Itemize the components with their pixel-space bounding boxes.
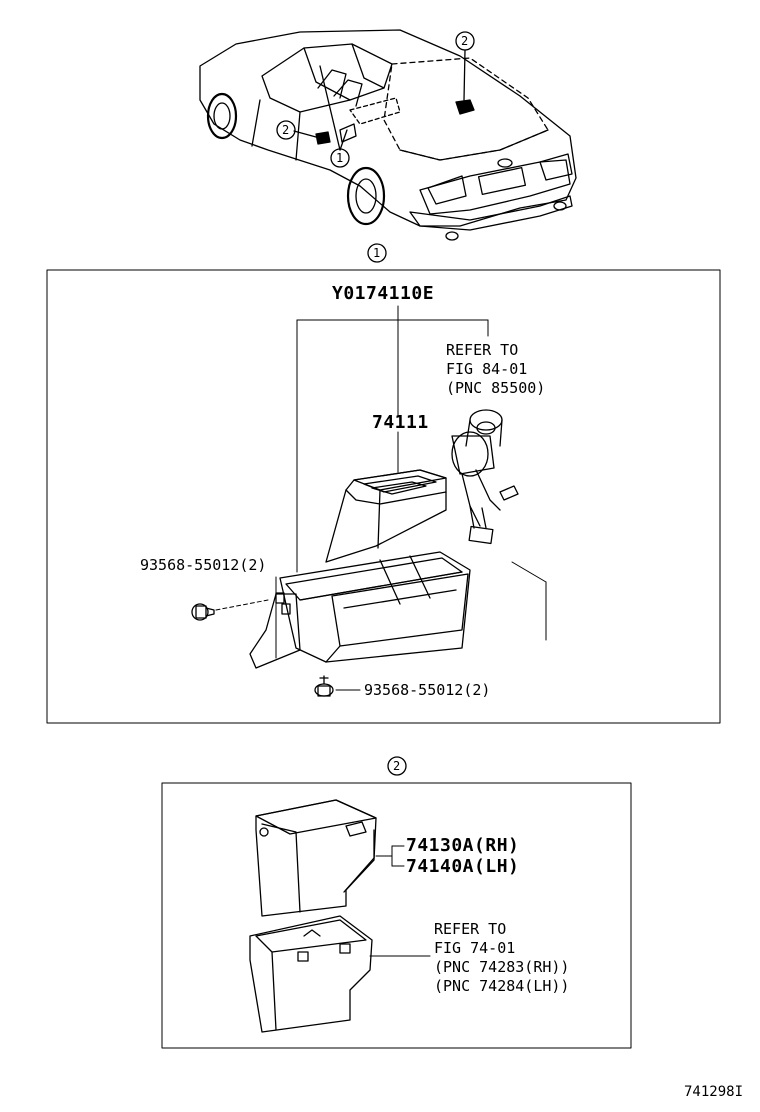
- assembly-code: Y0174110E: [332, 283, 435, 304]
- figure-number: 741298I: [684, 1084, 744, 1100]
- screw-left-drawing: [191, 603, 215, 621]
- section2-callout-label: 2: [393, 759, 401, 773]
- ash-tray-housing-drawing: [249, 551, 471, 669]
- part-number-74111: 74111: [372, 412, 429, 433]
- ash-tray-drawing: [325, 469, 447, 563]
- section1-leaders: [215, 305, 547, 691]
- part-number-rh: 74130A(RH): [406, 835, 520, 856]
- refer-74-line1: REFER TO: [434, 920, 507, 938]
- section1-callout-circle: [367, 243, 387, 263]
- part-number-lh: 74140A(LH): [406, 856, 520, 877]
- rear-ash-tray-drawing: [255, 799, 405, 917]
- refer-74-line4: (PNC 74284(LH)): [434, 977, 570, 995]
- section1-callout-label: 1: [373, 246, 381, 260]
- refer-74-line3: (PNC 74283(RH)): [434, 958, 570, 976]
- refer-84-line1: REFER TO: [446, 341, 519, 359]
- section2-frame: [161, 782, 632, 1049]
- car-callout-1: 1: [336, 151, 344, 165]
- refer-74-line2: FIG 74-01: [434, 939, 516, 957]
- car-illustration: [199, 29, 577, 241]
- section1-frame: [46, 269, 721, 724]
- rear-ash-tray-housing-drawing: [249, 915, 431, 1033]
- car-callout-2-left: 2: [282, 123, 290, 137]
- refer-84-line2: FIG 84-01: [446, 360, 528, 378]
- screw-part-number-left: 93568-55012(2): [140, 556, 267, 574]
- cigarette-lighter-drawing: [451, 409, 519, 545]
- car-callout-2-upper: 2: [461, 34, 469, 48]
- refer-84-line3: (PNC 85500): [446, 379, 546, 397]
- screw-bottom-drawing: [314, 675, 334, 697]
- screw-part-number-bottom: 93568-55012(2): [364, 681, 491, 699]
- section2-callout-circle: [387, 756, 407, 776]
